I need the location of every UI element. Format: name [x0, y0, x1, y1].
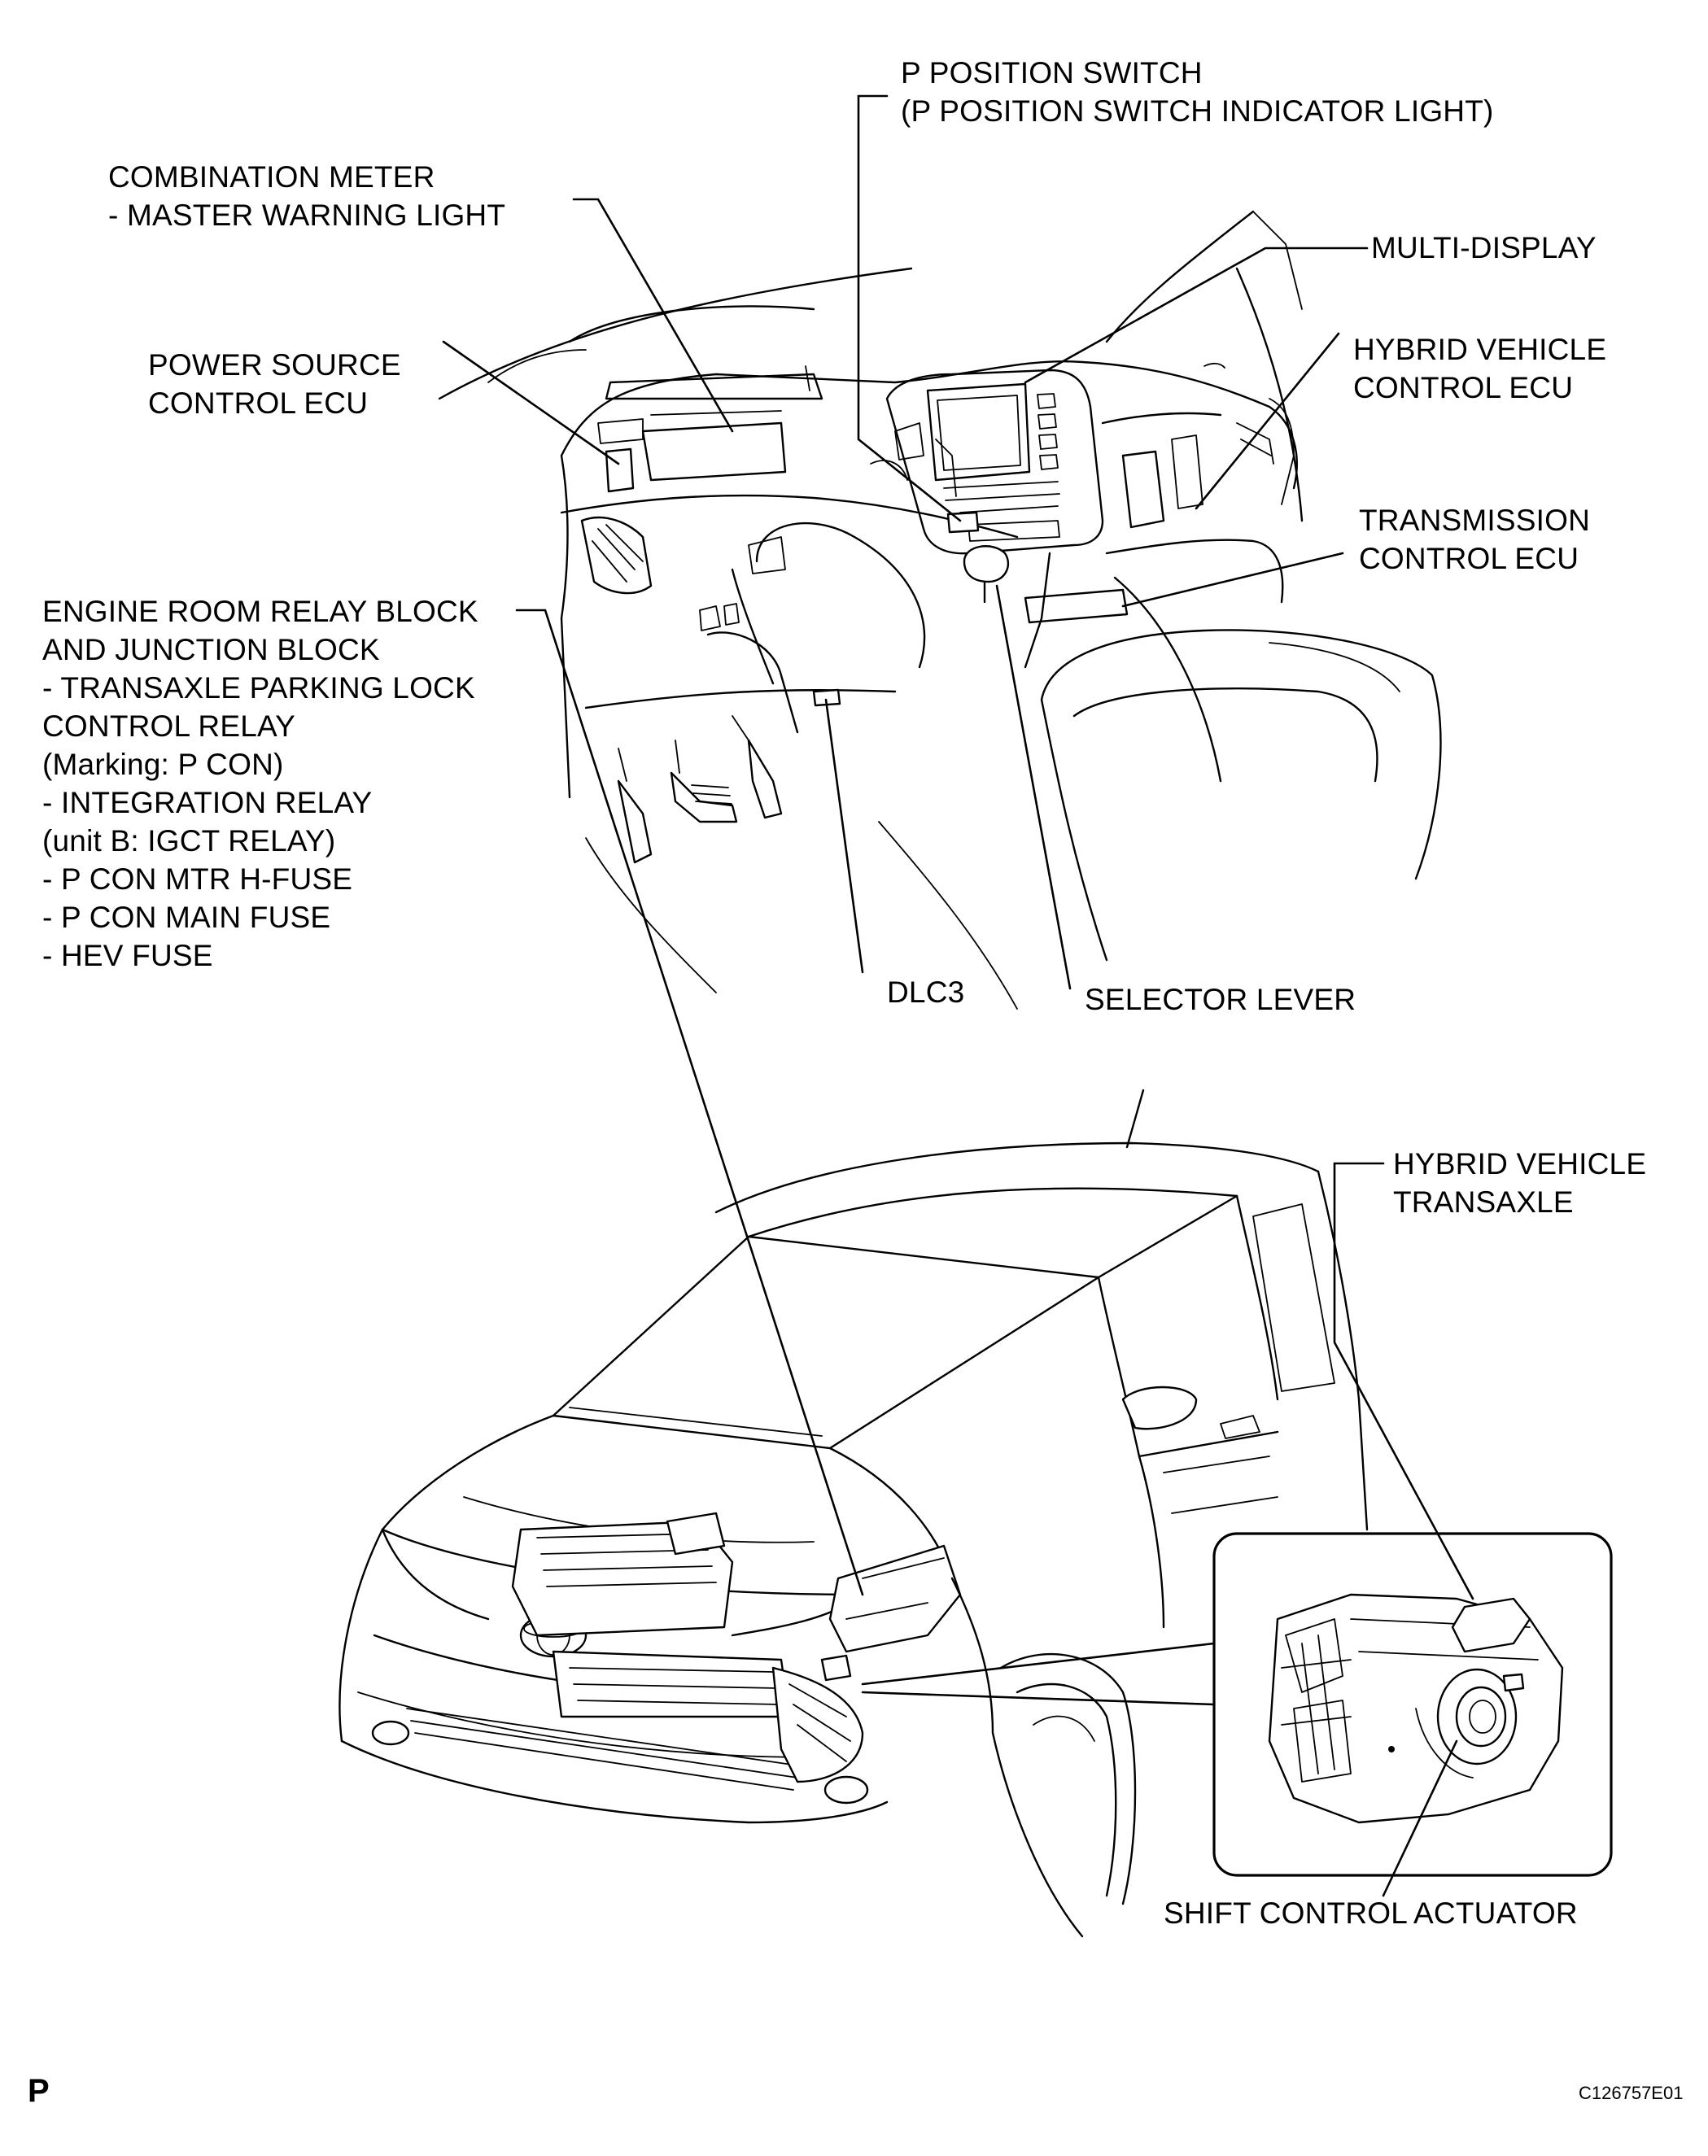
label-engine-room-relay-block: ENGINE ROOM RELAY BLOCK AND JUNCTION BLO…	[42, 595, 478, 972]
section-mark: P	[28, 2073, 50, 2109]
label-selector-lever: SELECTOR LEVER	[1085, 983, 1356, 1016]
leader-lines	[442, 94, 1474, 1897]
label-transmission-ecu: TRANSMISSION CONTROL ECU	[1359, 504, 1591, 575]
vehicle-illustration	[339, 1089, 1369, 1938]
dashboard-illustration	[438, 210, 1442, 1010]
label-p-position-switch: P POSITION SWITCH (P POSITION SWITCH IND…	[901, 56, 1494, 128]
label-multi-display: MULTI-DISPLAY	[1371, 231, 1597, 264]
label-hybrid-vehicle-ecu: HYBRID VEHICLE CONTROL ECU	[1353, 333, 1607, 404]
label-shift-control-actuator: SHIFT CONTROL ACTUATOR	[1164, 1896, 1578, 1930]
transaxle-inset	[1212, 1532, 1613, 1877]
figure-code: C126757E01	[1579, 2083, 1684, 2103]
engine-illustration	[511, 1512, 864, 1783]
label-power-source-ecu: POWER SOURCE CONTROL ECU	[148, 348, 401, 420]
label-dlc3: DLC3	[887, 975, 965, 1009]
label-hybrid-vehicle-transaxle: HYBRID VEHICLE TRANSAXLE	[1393, 1147, 1647, 1219]
label-combination-meter: COMBINATION METER - MASTER WARNING LIGHT	[108, 160, 506, 232]
